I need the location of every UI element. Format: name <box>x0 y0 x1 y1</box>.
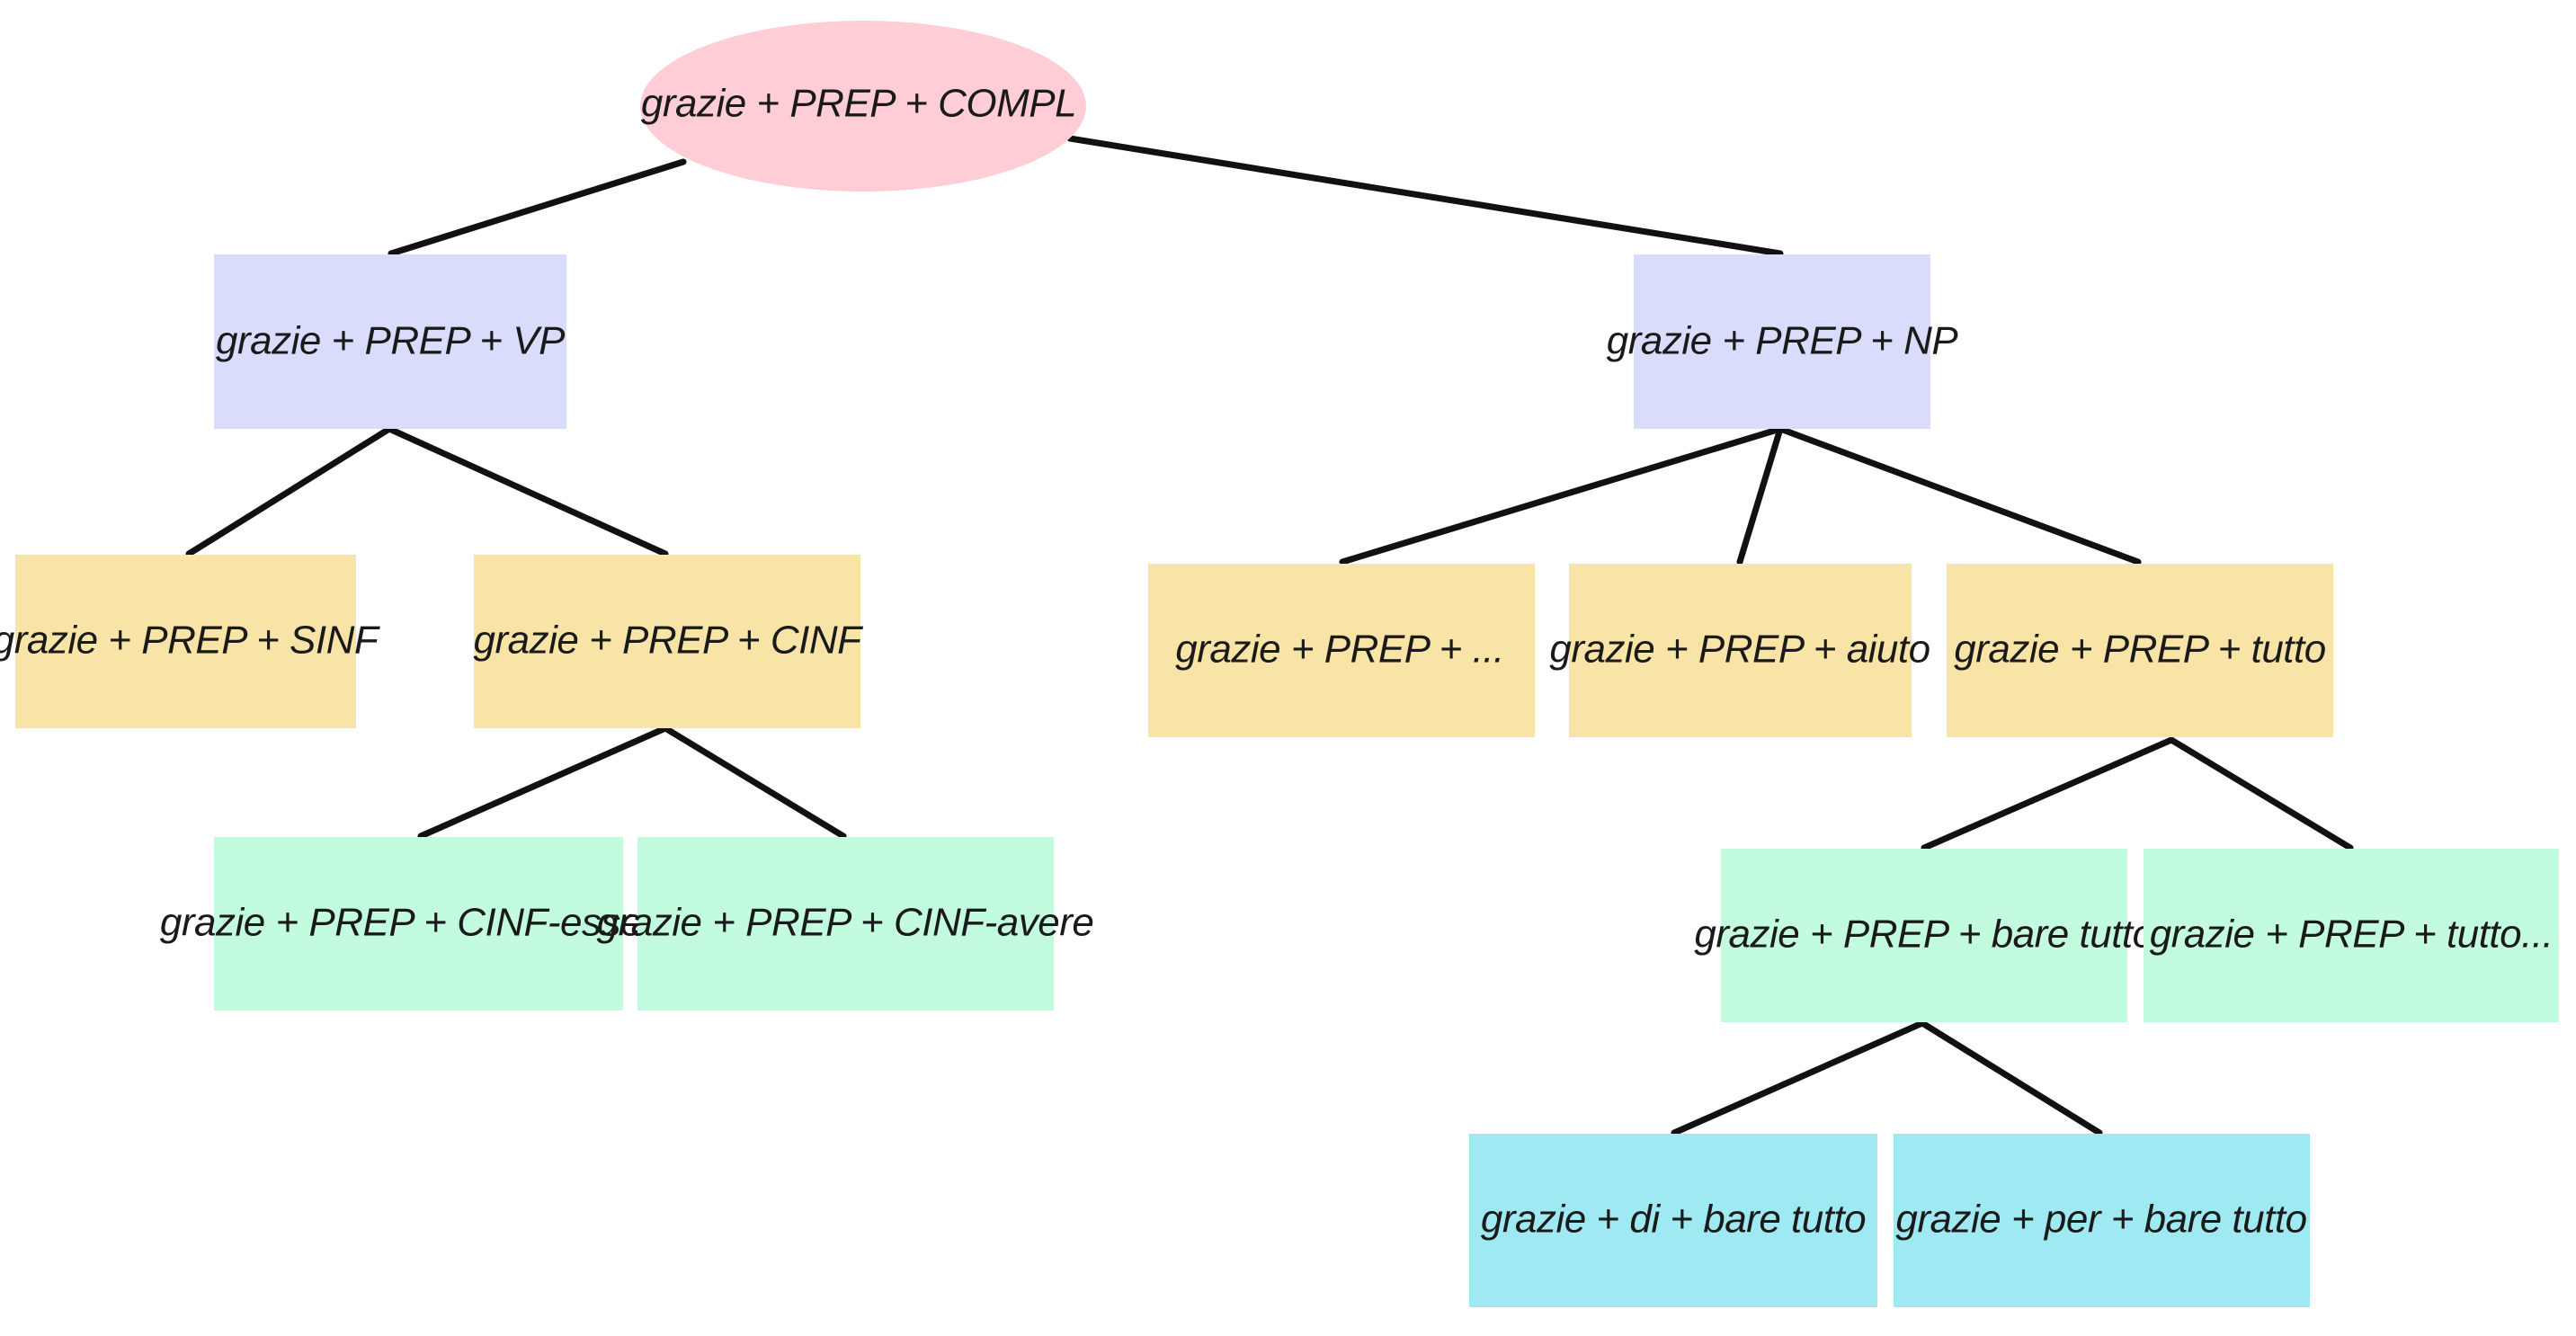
node-cinf-essere-box <box>214 837 623 1011</box>
node-cinf-essere-label: grazie + PREP + CINF-essere <box>160 901 676 945</box>
node-tutto-box <box>1947 564 2333 737</box>
edge-cinf-essere <box>417 725 669 840</box>
node-tutto: grazie + PREP + tutto <box>1947 564 2333 737</box>
node-aiuto: grazie + PREP + aiuto <box>1549 564 1930 737</box>
node-root-label: grazie + PREP + COMPL <box>641 82 1076 126</box>
edge-cinf-avere <box>662 725 847 840</box>
edge-root-np <box>1066 135 1784 257</box>
node-cinf-essere: grazie + PREP + CINF-essere <box>160 837 677 1011</box>
edge-tutto-bare <box>1921 736 2175 851</box>
node-sinf: grazie + PREP + SINF <box>0 555 380 728</box>
node-aiuto-label: grazie + PREP + aiuto <box>1549 628 1930 672</box>
node-cinf-box <box>474 555 860 728</box>
edge-np-tutto <box>1777 425 2142 566</box>
node-vp-box <box>214 254 566 429</box>
node-per-bare-tutto: grazie + per + bare tutto <box>1894 1134 2310 1307</box>
node-bare-tutto-label: grazie + PREP + bare tutto <box>1694 913 2153 957</box>
node-cinf-avere-box <box>637 837 1054 1011</box>
node-per-bare-tutto-label: grazie + per + bare tutto <box>1895 1198 2306 1242</box>
node-sinf-box <box>15 555 356 728</box>
edge-bare-di <box>1671 1020 1926 1136</box>
node-np-ellipsis-box <box>1148 564 1535 737</box>
edge-np-aiuto <box>1736 425 1784 566</box>
node-tutto-label: grazie + PREP + tutto <box>1954 628 2325 672</box>
edge-vp-cinf <box>386 425 669 557</box>
node-di-bare-tutto-box <box>1469 1134 1877 1307</box>
node-cinf-label: grazie + PREP + CINF <box>474 619 864 663</box>
edge-vp-sinf <box>185 425 393 557</box>
node-per-bare-tutto-box <box>1894 1134 2310 1307</box>
node-cinf: grazie + PREP + CINF <box>474 555 864 728</box>
node-di-bare-tutto-label: grazie + di + bare tutto <box>1481 1198 1866 1242</box>
node-cinf-avere-label: grazie + PREP + CINF-avere <box>597 901 1094 945</box>
node-aiuto-box <box>1569 564 1912 737</box>
tree-edges <box>185 135 2354 1136</box>
node-tutto-ellipsis-box <box>2144 849 2559 1022</box>
node-sinf-label: grazie + PREP + SINF <box>0 619 380 663</box>
edge-tutto-ellipsis <box>2168 736 2354 851</box>
node-np-label: grazie + PREP + NP <box>1607 319 1959 363</box>
node-bare-tutto: grazie + PREP + bare tutto <box>1694 849 2154 1022</box>
node-vp: grazie + PREP + VP <box>214 254 566 429</box>
node-np-ellipsis: grazie + PREP + ... <box>1148 564 1535 737</box>
node-np-ellipsis-label: grazie + PREP + ... <box>1175 628 1504 672</box>
edge-bare-per <box>1919 1020 2103 1136</box>
node-np-box <box>1634 254 1930 429</box>
edge-root-vp <box>388 158 687 257</box>
node-tutto-ellipsis: grazie + PREP + tutto... <box>2144 849 2559 1022</box>
node-root-shape <box>640 21 1086 191</box>
node-vp-label: grazie + PREP + VP <box>216 319 566 363</box>
edge-np-ellipsis <box>1339 425 1784 566</box>
node-cinf-avere: grazie + PREP + CINF-avere <box>597 837 1094 1011</box>
node-di-bare-tutto: grazie + di + bare tutto <box>1469 1134 1877 1307</box>
node-root: grazie + PREP + COMPL <box>640 21 1086 191</box>
node-tutto-ellipsis-label: grazie + PREP + tutto... <box>2150 913 2554 957</box>
node-np: grazie + PREP + NP <box>1607 254 1959 429</box>
node-bare-tutto-box <box>1721 849 2127 1022</box>
